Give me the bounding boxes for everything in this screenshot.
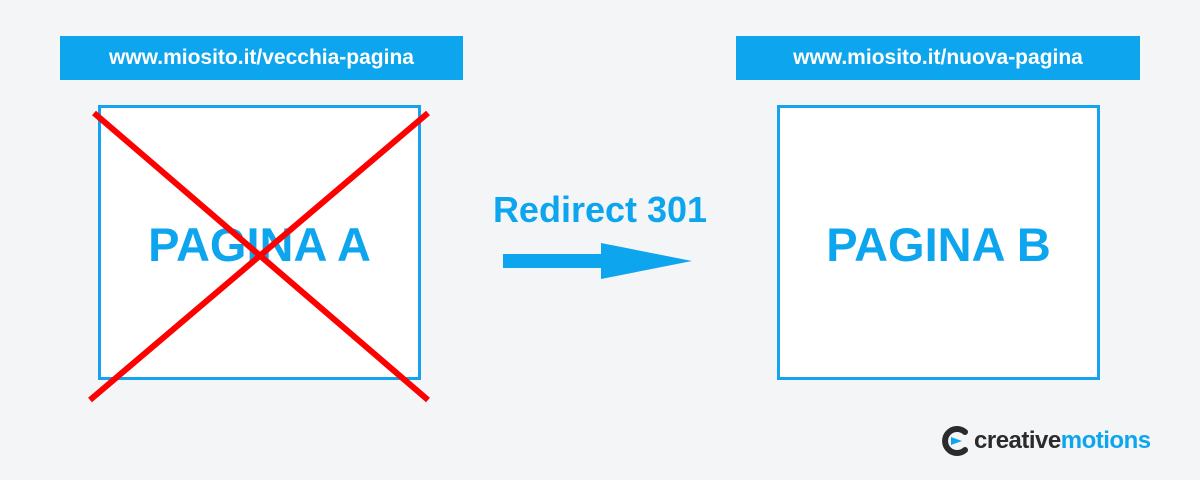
creativemotions-logo-icon	[942, 426, 968, 456]
redirect-label: Redirect 301	[492, 189, 708, 230]
logo-text: creativemotions	[974, 427, 1151, 455]
right-arrow-icon	[503, 243, 692, 279]
creativemotions-logo: creativemotions	[938, 424, 1168, 460]
logo-word-motions: motions	[1060, 427, 1151, 454]
old-page-title: PAGINA A	[148, 218, 371, 271]
old-url-label: www.miosito.it/vecchia-pagina	[60, 36, 463, 80]
new-url-label: www.miosito.it/nuova-pagina	[736, 36, 1140, 80]
old-page-box: PAGINA A	[98, 105, 421, 380]
new-page-title: PAGINA B	[826, 218, 1051, 271]
new-page-box: PAGINA B	[777, 105, 1100, 380]
logo-word-creative: creative	[974, 427, 1061, 454]
